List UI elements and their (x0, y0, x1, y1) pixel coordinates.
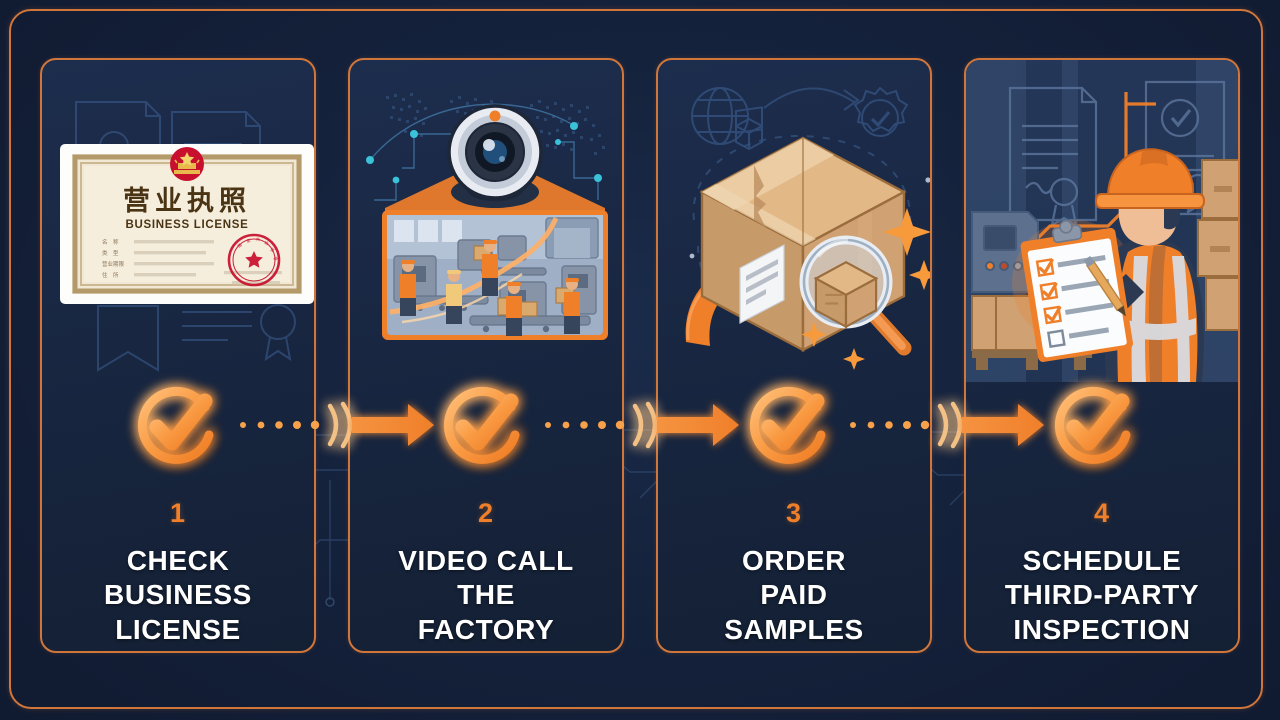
step-3-title: ORDER PAID SAMPLES (658, 544, 930, 647)
step-2-title-line-1: VIDEO CALL (398, 545, 574, 576)
svg-text:场: 场 (263, 239, 269, 247)
step-4-title-line-2: THIRD-PARTY (1004, 579, 1200, 611)
step-1-number: 1 (169, 498, 187, 528)
svg-text:国: 国 (236, 242, 243, 249)
svg-text:住 所: 住 所 (102, 271, 119, 279)
step-panel-1[interactable]: 营业执照 BUSINESS LICENSE 名 称 类 型 营业期限 住 所 (40, 58, 316, 653)
license-english-title: BUSINESS LICENSE (125, 219, 248, 231)
svg-text:督: 督 (271, 255, 279, 263)
step-3-text: 3 ORDER PAID SAMPLES (658, 440, 930, 651)
step-4-text: 4 SCHEDULE THIRD-PARTY INSPECTION (966, 440, 1238, 651)
step-3-title-line-2: PAID (760, 579, 828, 611)
step-1-title-line-1: CHECK (126, 545, 230, 576)
step-panel-4[interactable]: 4 SCHEDULE THIRD-PARTY INSPECTION (964, 58, 1240, 653)
svg-text:监: 监 (269, 246, 276, 253)
step-2-number: 2 (477, 498, 495, 528)
step-panel-2[interactable]: 2 VIDEO CALL THE FACTORY (348, 58, 624, 653)
step-4-artwork (966, 60, 1238, 382)
svg-text:类 型: 类 型 (102, 249, 119, 257)
license-chinese-title: 营业执照 (123, 186, 251, 217)
steps-container: 营业执照 BUSINESS LICENSE 名 称 类 型 营业期限 住 所 (40, 58, 1240, 653)
step-2-artwork (350, 60, 622, 382)
step-3-title-line-1: ORDER (741, 545, 847, 576)
step-2-title: VIDEO CALL THE FACTORY (350, 544, 622, 647)
step-1-title-line-2: BUSINESS (104, 579, 252, 611)
step-4-title-line-3: INSPECTION (1013, 613, 1191, 645)
step-2-title-line-3: FACTORY (417, 613, 555, 645)
step-4-title: SCHEDULE THIRD-PARTY INSPECTION (966, 544, 1238, 647)
svg-text:营业期限: 营业期限 (102, 260, 125, 268)
step-1-title-line-3: LICENSE (115, 613, 241, 645)
step-1-artwork: 营业执照 BUSINESS LICENSE 名 称 类 型 营业期限 住 所 (42, 60, 314, 382)
svg-text:市: 市 (256, 236, 261, 243)
step-3-title-line-3: SAMPLES (724, 613, 864, 645)
svg-text:名 称: 名 称 (102, 238, 119, 246)
step-4-number: 4 (1093, 498, 1111, 528)
step-4-title-line-1: SCHEDULE (1022, 545, 1182, 576)
step-2-title-line-2: THE (457, 579, 515, 611)
step-3-artwork (658, 60, 930, 382)
step-panel-3[interactable]: 3 ORDER PAID SAMPLES (656, 58, 932, 653)
step-2-text: 2 VIDEO CALL THE FACTORY (350, 440, 622, 651)
step-1-title: CHECK BUSINESS LICENSE (42, 544, 314, 647)
svg-text:家: 家 (245, 236, 252, 243)
step-3-number: 3 (785, 498, 803, 528)
step-1-text: 1 CHECK BUSINESS LICENSE (42, 440, 314, 651)
